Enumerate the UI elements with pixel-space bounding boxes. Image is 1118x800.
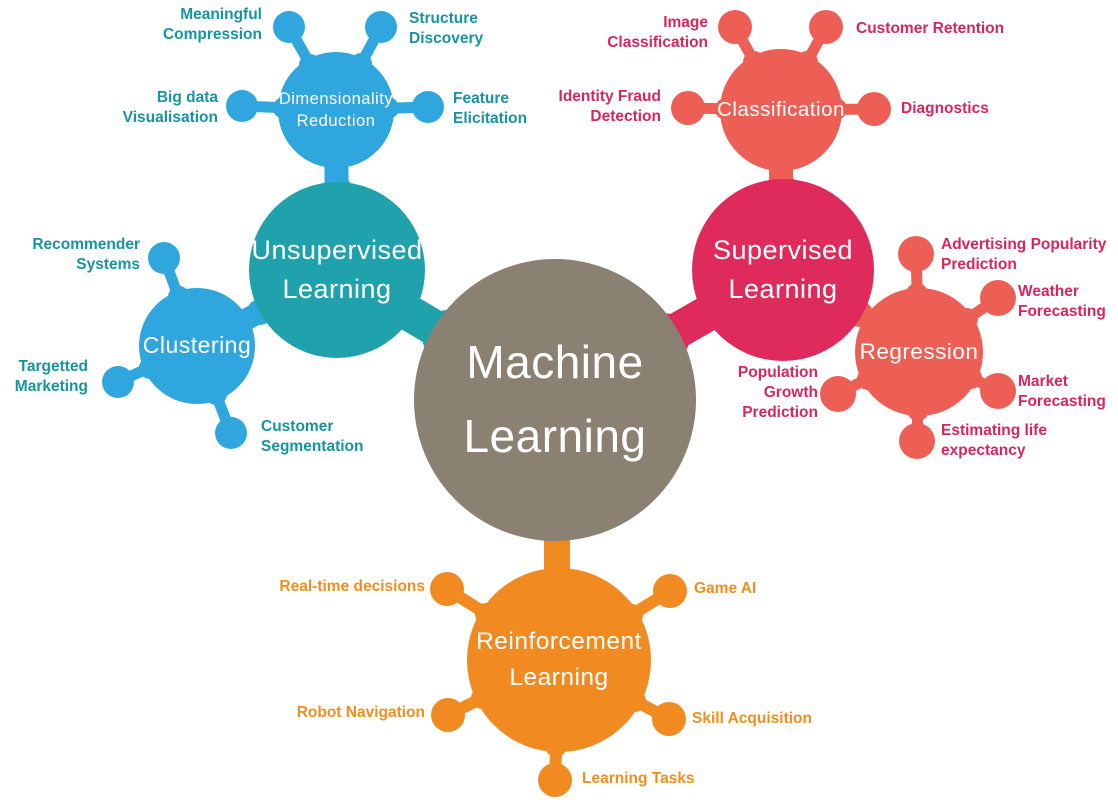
satellite-label-game-ai: Game AI bbox=[694, 580, 757, 597]
satellite-label-customer-retention: Customer Retention bbox=[856, 20, 1005, 37]
satellite-node bbox=[980, 280, 1016, 316]
clustering-title: Clustering bbox=[142, 332, 252, 358]
satellite-label-robot-navigation: Robot Navigation bbox=[296, 704, 425, 721]
machine-learning-circle bbox=[414, 259, 696, 541]
satellite-label-targetted-marketing: Targetted Marketing bbox=[14, 358, 88, 396]
satellite-label-feature-elicitation: Feature Elicitation bbox=[453, 90, 528, 128]
satellite-label-estimating-life-expectancy: Estimating life expectancy bbox=[941, 422, 1047, 460]
satellite-node bbox=[215, 417, 247, 449]
satellite-node bbox=[820, 376, 856, 412]
satellite-node bbox=[718, 10, 752, 44]
branch-circles bbox=[139, 49, 983, 752]
regression-circle bbox=[855, 288, 983, 416]
satellite-node bbox=[431, 698, 465, 732]
supervised-learning-title: Supervised Learning bbox=[712, 235, 854, 305]
machine-learning-title: Machine Learning bbox=[463, 336, 647, 462]
satellite-node bbox=[148, 242, 180, 274]
reinforcement-learning-circle bbox=[467, 568, 651, 752]
satellite-node bbox=[899, 423, 935, 459]
dimensionality-reduction-circle bbox=[278, 52, 394, 168]
satellite-label-skill-acquisition: Skill Acquisition bbox=[692, 710, 812, 727]
satellite-node bbox=[857, 92, 891, 126]
unsupervised-learning-circle bbox=[249, 182, 425, 358]
satellite-node bbox=[226, 90, 258, 122]
satellite-label-meaningful-compression: Meaningful Compression bbox=[162, 6, 262, 44]
satellite-label-identity-fraud-detection: Identity Fraud Detection bbox=[558, 88, 661, 126]
satellite-node bbox=[671, 91, 705, 125]
satellite-label-image-classification: Image Classification bbox=[607, 14, 708, 52]
satellite-node bbox=[273, 11, 305, 43]
satellite-node bbox=[365, 11, 397, 43]
satellite-nodes bbox=[102, 10, 1016, 797]
classification-title: Classification bbox=[717, 98, 845, 121]
satellite-node bbox=[980, 373, 1016, 409]
satellite-label-weather-forecasting: Weather Forecasting bbox=[1018, 283, 1106, 321]
satellite-node bbox=[653, 574, 687, 608]
satellite-label-structure-discovery: Structure Discovery bbox=[409, 10, 484, 48]
satellite-label-recommender-systems: Recommender Systems bbox=[32, 236, 140, 274]
satellite-node bbox=[412, 91, 444, 123]
supervised-learning-circle bbox=[692, 179, 874, 361]
satellite-node bbox=[430, 572, 464, 606]
satellite-node bbox=[898, 236, 934, 272]
classification-circle bbox=[720, 49, 842, 171]
clustering-circle bbox=[139, 288, 255, 404]
reinforcement-learning-title: Reinforcement Learning bbox=[476, 628, 642, 691]
satellite-label-real-time-decisions: Real-time decisions bbox=[279, 578, 425, 595]
satellite-label-market-forecasting: Market Forecasting bbox=[1018, 373, 1106, 411]
unsupervised-learning-title: Unsupervised Learning bbox=[251, 235, 423, 305]
satellite-label-population-growth-prediction: Population Growth Prediction bbox=[737, 364, 818, 422]
satellite-label-diagnostics: Diagnostics bbox=[901, 100, 989, 117]
satellite-label-learning-tasks: Learning Tasks bbox=[582, 770, 695, 787]
satellite-label-advertising-popularity-prediction: Advertising Popularity Prediction bbox=[941, 236, 1107, 274]
dimensionality-reduction-title: Dimensionality Reduction bbox=[278, 90, 394, 131]
regression-title: Regression bbox=[859, 339, 979, 364]
satellite-label-big-data-visualisation: Big data Visualisation bbox=[122, 89, 218, 127]
satellite-node bbox=[652, 702, 686, 736]
satellite-label-customer-segmentation: Customer Segmentation bbox=[261, 418, 364, 456]
satellite-node bbox=[102, 366, 134, 398]
satellite-node bbox=[538, 763, 572, 797]
satellite-node bbox=[809, 10, 843, 44]
